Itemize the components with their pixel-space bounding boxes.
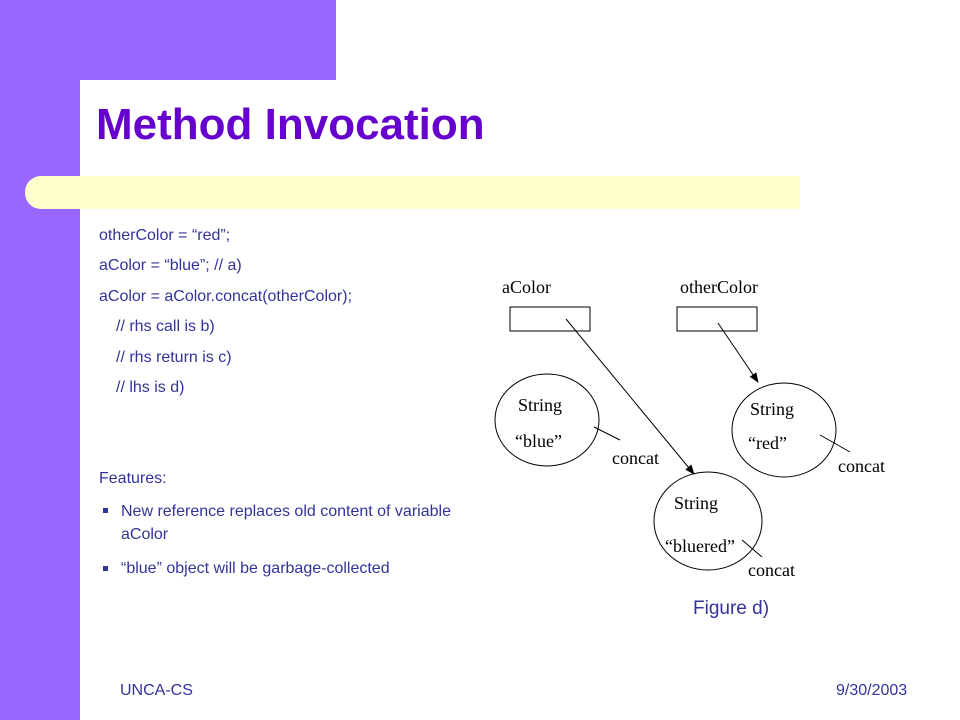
slide-title: Method Invocation [96,100,485,149]
object-blue-type: String [518,395,562,415]
footer-left: UNCA-CS [120,682,193,699]
object-bluered-type: String [674,493,718,513]
bullet-marker-icon [103,508,108,513]
code-line: // rhs return is c) [116,349,232,366]
method-concat-label: concat [838,456,885,476]
acolor-reference-arrow [565,318,695,475]
concat-pointer-line [819,434,851,453]
reference-diagram: aColor otherColor String “blue” concat S… [494,277,885,580]
bullet-marker-icon [103,566,108,571]
feature-bullet: “blue” object will be garbage-collected [121,560,390,577]
var-acolor-box [509,306,591,332]
concat-pointer-line [593,426,621,441]
feature-bullet: New reference replaces old content of va… [121,503,451,543]
footer-right: 9/30/2003 [836,682,908,699]
object-red-type: String [750,399,794,419]
features-heading: Features: [99,470,167,487]
object-red-value: “red” [748,433,787,453]
figure-caption: Figure d) [693,598,770,619]
object-bluered-circle [653,471,763,571]
code-line: aColor = aColor.concat(otherColor); [99,288,353,305]
object-red-circle [731,382,837,478]
var-othercolor-box [676,306,758,332]
othercolor-reference-arrow [717,322,759,383]
var-othercolor-label: otherColor [680,277,758,297]
object-bluered-value: “bluered” [665,536,735,556]
var-acolor-label: aColor [502,277,551,297]
code-line: aColor = “blue”; // a) [99,257,242,274]
title-underline-band [25,176,800,209]
method-concat-label: concat [748,560,795,580]
code-line: otherColor = “red”; [99,227,231,244]
object-blue-circle [494,373,600,467]
method-concat-label: concat [612,448,659,468]
concat-pointer-line [741,539,763,558]
code-line: // lhs is d) [116,379,185,396]
code-line: // rhs call is b) [116,318,215,335]
left-purple-bar [0,0,80,720]
top-purple-block [0,0,336,80]
object-blue-value: “blue” [515,431,562,451]
